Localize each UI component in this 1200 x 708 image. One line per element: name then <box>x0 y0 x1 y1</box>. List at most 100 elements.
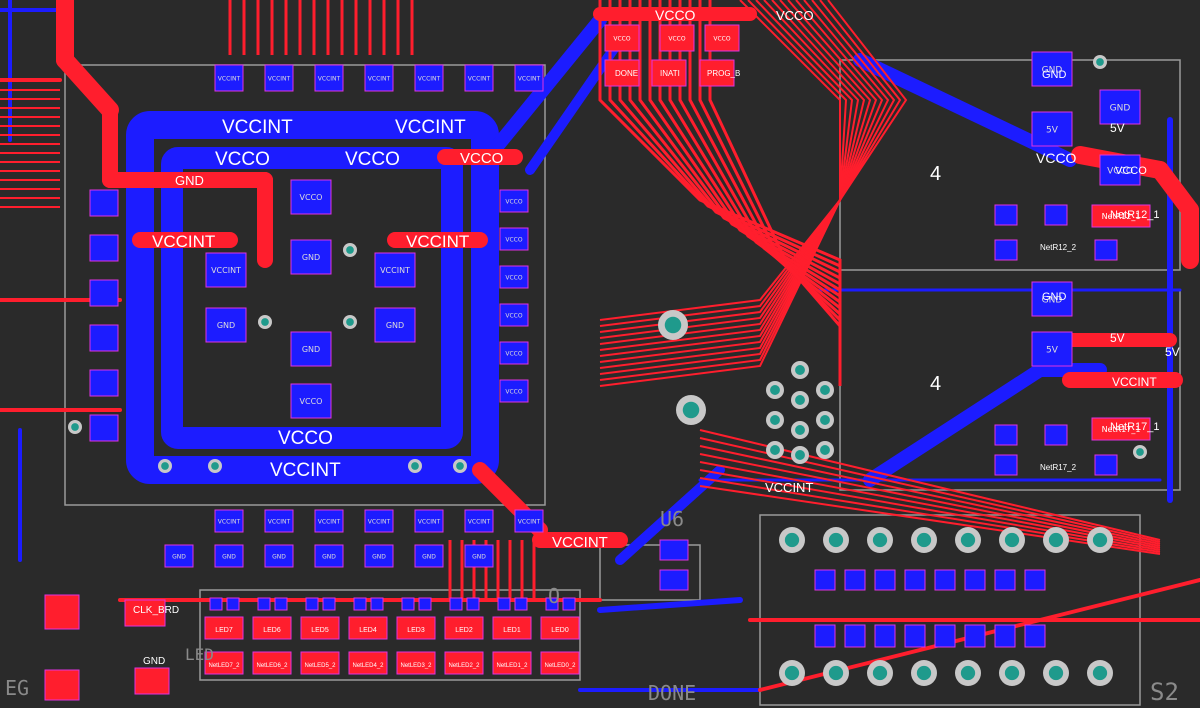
led-small-pad-b-4[interactable] <box>418 597 432 611</box>
top-decap-5[interactable]: VCCINT <box>464 64 494 92</box>
resistor-pad-7[interactable] <box>1044 424 1068 446</box>
led-net-pad-6[interactable] <box>492 651 532 675</box>
component-pads[interactable]: VCCO GND VCCINT VCCINT GND GND GND VCCO VCCINT VC… <box>44 24 1151 701</box>
bottom-decap-a-1[interactable]: VCCINT <box>264 509 294 533</box>
header-via-bottom-2[interactable] <box>867 660 893 686</box>
switch-pad-bottom-1[interactable] <box>844 624 866 648</box>
header-via-top-5[interactable] <box>999 527 1025 553</box>
decap-pad-3[interactable]: VCCINT <box>374 252 416 288</box>
right-decap-0[interactable]: VCCO <box>499 189 529 213</box>
power-pad-gnd-upper-b[interactable]: GND <box>1099 89 1141 125</box>
u6-pad-b[interactable] <box>659 569 689 591</box>
cluster-via-7[interactable] <box>816 381 834 399</box>
header-via-bottom-4[interactable] <box>955 660 981 686</box>
led-small-pad-b-5[interactable] <box>466 597 480 611</box>
small-via-7[interactable] <box>208 459 222 473</box>
led-small-pad-a-1[interactable] <box>257 597 271 611</box>
header-via-top-6[interactable] <box>1043 527 1069 553</box>
cluster-via-4[interactable] <box>791 391 809 409</box>
led-small-pad-a-4[interactable] <box>401 597 415 611</box>
resistor-pad-6[interactable] <box>1094 454 1118 476</box>
switch-pad-bottom-6[interactable] <box>994 624 1016 648</box>
power-pad-gnd-lower[interactable]: GND <box>1031 281 1073 317</box>
top-decap-4[interactable]: VCCINT <box>414 64 444 92</box>
bottom-decap-b-4[interactable]: GND <box>364 544 394 568</box>
power-pad-5v-lower[interactable]: 5V <box>1031 331 1073 367</box>
cap-pad-vcco-2[interactable]: VCCO <box>659 24 695 52</box>
decap-pad-6[interactable]: GND <box>290 331 332 367</box>
small-via-9[interactable] <box>453 459 467 473</box>
bottom-decap-a-5[interactable]: VCCINT <box>464 509 494 533</box>
decap-pad-4[interactable]: GND <box>205 307 247 343</box>
power-pad-5v-upper[interactable]: 5V <box>1031 111 1073 147</box>
header-via-top-3[interactable] <box>911 527 937 553</box>
right-decap-3[interactable]: VCCO <box>499 303 529 327</box>
cap-pad-vcco-1[interactable]: VCCO <box>604 24 640 52</box>
header-via-bottom-0[interactable] <box>779 660 805 686</box>
switch-pad-top-6[interactable] <box>994 569 1016 591</box>
power-pad-gnd-upper[interactable]: GND <box>1031 51 1073 87</box>
bottom-decap-b-3[interactable]: GND <box>314 544 344 568</box>
resistor-pad-4[interactable] <box>994 424 1018 446</box>
left-pad-2[interactable] <box>89 279 119 307</box>
led-small-pad-a-6[interactable] <box>497 597 511 611</box>
header-via-bottom-5[interactable] <box>999 660 1025 686</box>
switch-pad-top-5[interactable] <box>964 569 986 591</box>
bottom-decap-b-1[interactable]: GND <box>214 544 244 568</box>
bottom-decap-a-6[interactable]: VCCINT <box>514 509 544 533</box>
switch-pad-top-7[interactable] <box>1024 569 1046 591</box>
bottom-decap-b-2[interactable]: GND <box>264 544 294 568</box>
led-net-pad-7[interactable] <box>540 651 580 675</box>
led-pad-5[interactable] <box>444 616 484 640</box>
led-pad-7[interactable] <box>540 616 580 640</box>
left-pad-3[interactable] <box>89 324 119 352</box>
right-decap-1[interactable]: VCCO <box>499 227 529 251</box>
cap-pad-done[interactable] <box>604 59 640 87</box>
header-via-bottom-1[interactable] <box>823 660 849 686</box>
decap-pad-0[interactable]: VCCO <box>290 179 332 215</box>
small-via-1[interactable] <box>258 315 272 329</box>
resistor-pad-1[interactable] <box>994 239 1018 261</box>
cluster-via-8[interactable] <box>816 411 834 429</box>
top-decap-0[interactable]: VCCINT <box>214 64 244 92</box>
cluster-via-5[interactable] <box>791 421 809 439</box>
header-via-top-0[interactable] <box>779 527 805 553</box>
decap-pad-5[interactable]: GND <box>374 307 416 343</box>
cluster-via-6[interactable] <box>791 446 809 464</box>
switch-pad-bottom-7[interactable] <box>1024 624 1046 648</box>
led-small-pad-b-2[interactable] <box>322 597 336 611</box>
led-net-pad-3[interactable] <box>348 651 388 675</box>
cluster-via-1[interactable] <box>766 411 784 429</box>
small-via-4[interactable] <box>1133 445 1147 459</box>
led-pad-3[interactable] <box>348 616 388 640</box>
resistor-pad-2[interactable] <box>1094 239 1118 261</box>
led-net-pad-5[interactable] <box>444 651 484 675</box>
bottom-decap-a-3[interactable]: VCCINT <box>364 509 394 533</box>
led-net-pad-0[interactable] <box>204 651 244 675</box>
led-small-pad-b-0[interactable] <box>226 597 240 611</box>
led-small-pad-b-6[interactable] <box>514 597 528 611</box>
led-small-pad-b-1[interactable] <box>274 597 288 611</box>
header-via-top-2[interactable] <box>867 527 893 553</box>
cluster-via-3[interactable] <box>791 361 809 379</box>
bottom-decap-a-4[interactable]: VCCINT <box>414 509 444 533</box>
bottom-decap-b-6[interactable]: GND <box>464 544 494 568</box>
led-pad-6[interactable] <box>492 616 532 640</box>
switch-pad-top-1[interactable] <box>844 569 866 591</box>
clock-pad-c[interactable] <box>124 599 166 627</box>
switch-pad-bottom-3[interactable] <box>904 624 926 648</box>
resistor-pad-3[interactable] <box>1044 204 1068 226</box>
led-net-pad-2[interactable] <box>300 651 340 675</box>
power-pad-vcco[interactable]: VCCO <box>1099 154 1141 186</box>
small-via-2[interactable] <box>343 315 357 329</box>
bottom-decap-a-2[interactable]: VCCINT <box>314 509 344 533</box>
led-small-pad-b-7[interactable] <box>562 597 576 611</box>
header-via-bottom-3[interactable] <box>911 660 937 686</box>
left-pad-0[interactable] <box>89 189 119 217</box>
switch-pad-bottom-2[interactable] <box>874 624 896 648</box>
led-net-pad-1[interactable] <box>252 651 292 675</box>
switch-pad-top-4[interactable] <box>934 569 956 591</box>
vias[interactable] <box>68 55 1147 686</box>
switch-pad-top-3[interactable] <box>904 569 926 591</box>
